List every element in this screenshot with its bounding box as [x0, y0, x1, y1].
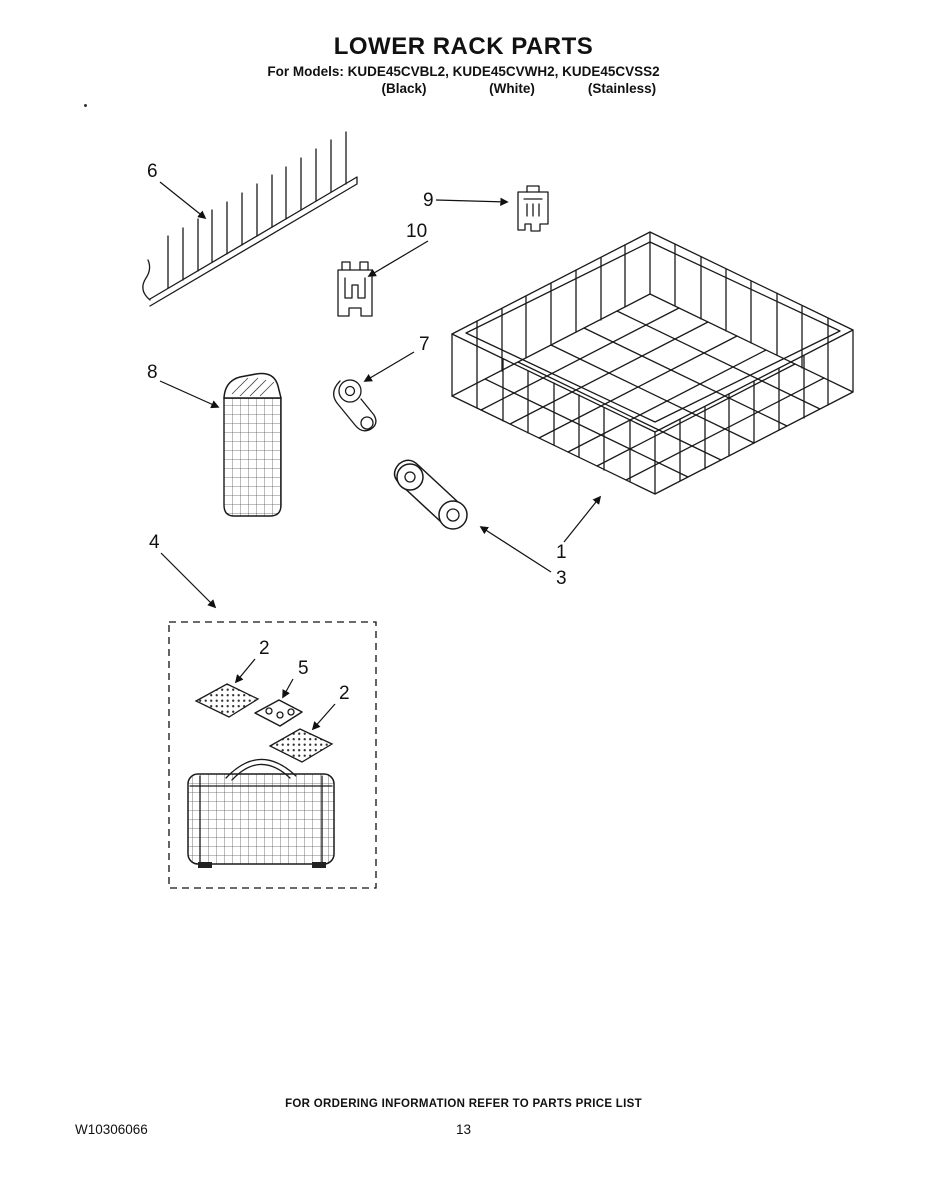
part-2-cover-lower [268, 728, 334, 763]
finish-label-black: (Black) [381, 81, 427, 96]
callout-3: 3 [556, 568, 567, 589]
page-number: 13 [455, 1122, 472, 1137]
wheel-rear-hub [446, 508, 460, 522]
tines [167, 131, 347, 289]
rack-bottom-grid-b [480, 307, 825, 481]
callout-6: 6 [147, 161, 158, 182]
part-6-tine-row [142, 131, 358, 307]
callout-8-arrow [159, 380, 220, 409]
part-10-clip [337, 261, 373, 317]
part-8-small-basket [223, 372, 282, 517]
callout-5: 5 [298, 658, 309, 679]
bracket-eye-outer [338, 379, 362, 403]
rack-top-rim-outer [451, 231, 854, 433]
stray-mark [84, 104, 87, 107]
silverware-basket [187, 758, 335, 868]
callout-9: 9 [423, 190, 434, 211]
part-1-lower-rack [451, 231, 854, 495]
callout-2-upper-arrow [234, 658, 256, 684]
wheel-front [396, 463, 424, 491]
basket-body [223, 397, 282, 517]
part-7-bracket [333, 379, 377, 432]
callout-10: 10 [406, 221, 427, 242]
kit-dashed-box [168, 621, 377, 889]
clip-top-tab [526, 185, 540, 193]
clip-outline [517, 191, 549, 232]
basket-handle [223, 372, 282, 399]
callout-7-arrow [363, 351, 415, 382]
part-4-kit [168, 621, 377, 889]
models-line: For Models: KUDE45CVBL2, KUDE45CVWH2, KU… [267, 64, 660, 79]
basket-body [187, 773, 335, 865]
part-3-wheel-assembly [393, 459, 468, 530]
callout-4: 4 [149, 532, 160, 553]
callout-7: 7 [419, 334, 430, 355]
bracket-arm [333, 380, 377, 432]
callout-3-arrow [479, 526, 552, 573]
part-2-cover-upper [194, 683, 260, 718]
lid-hole-3 [287, 708, 295, 716]
callout-5-arrow [282, 678, 294, 699]
rack-corner-wires [451, 231, 854, 495]
page-title: LOWER RACK PARTS [333, 33, 594, 60]
rack-side-wires [476, 243, 829, 483]
callout-2-lower: 2 [339, 683, 350, 704]
clip-top-tabs [341, 261, 369, 271]
clip-inner-u [344, 277, 366, 299]
basket-handle-outer [225, 758, 297, 779]
lid-hole-1 [265, 707, 273, 715]
basket-foot-right [312, 862, 326, 868]
wheel-rear [438, 500, 468, 530]
callouts: 6 9 10 7 8 1 3 4 2 5 2 [147, 161, 602, 731]
callout-2-upper: 2 [259, 638, 270, 659]
finish-label-stainless: (Stainless) [587, 81, 657, 96]
bracket-stud [360, 416, 374, 430]
tine-baseline [149, 176, 358, 307]
tine-end-hook [142, 259, 151, 301]
basket-foot-left [198, 862, 212, 868]
basket-handle-hatch [231, 377, 275, 397]
part-9-clip [517, 185, 549, 232]
callout-1-arrow [563, 495, 602, 543]
callout-9-arrow [435, 197, 509, 207]
callout-1: 1 [556, 542, 567, 563]
finish-label-white: (White) [489, 81, 535, 96]
document-number: W10306066 [75, 1122, 148, 1137]
wheel-front-hub [404, 471, 416, 483]
rack-bottom-grid-a [484, 310, 821, 478]
rack-top-rim-inner [465, 241, 841, 423]
callout-8: 8 [147, 362, 158, 383]
bracket-eye-inner [344, 385, 356, 397]
callout-4-arrow [160, 552, 217, 609]
callout-2-lower-arrow [311, 703, 336, 731]
clip-outline [337, 269, 373, 317]
callout-6-arrow [159, 181, 207, 220]
lid-hole-2 [276, 711, 284, 719]
ordering-note: FOR ORDERING INFORMATION REFER TO PARTS … [285, 1098, 642, 1110]
clip-detail [523, 198, 543, 217]
callout-10-arrow [367, 240, 429, 277]
basket-rim [189, 775, 333, 863]
